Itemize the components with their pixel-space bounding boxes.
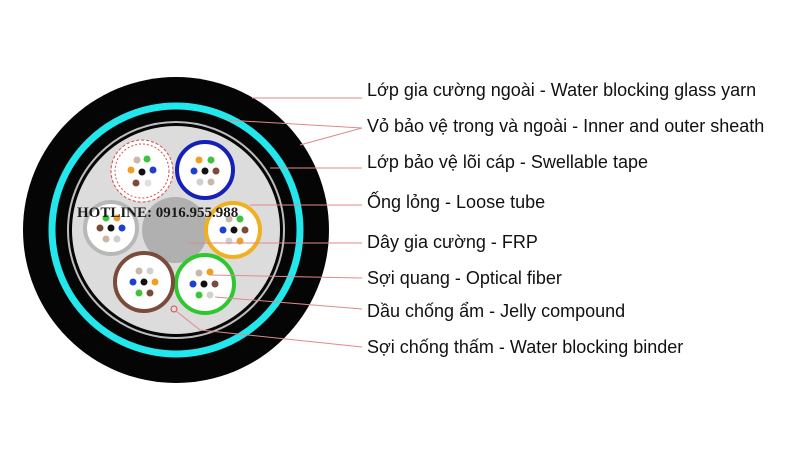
- optical-fiber: [151, 278, 159, 286]
- optical-fiber: [230, 226, 238, 234]
- label-binder: Sợi chống thấm - Water blocking binder: [367, 337, 683, 357]
- optical-fiber: [138, 168, 146, 176]
- optical-fiber: [107, 224, 115, 232]
- loose-tube-red: [110, 139, 174, 203]
- loose-tube-blue: [175, 140, 235, 200]
- hotline-watermark: HOTLINE: 0916.955.988: [77, 205, 238, 221]
- label-glass-yarn: Lớp gia cường ngoài - Water blocking gla…: [367, 80, 756, 100]
- optical-fiber: [195, 156, 203, 164]
- label-jelly-compound: Dầu chống ẩm - Jelly compound: [367, 301, 625, 321]
- optical-fiber: [146, 289, 154, 297]
- optical-fiber: [211, 280, 219, 288]
- optical-fiber: [190, 167, 198, 175]
- optical-fiber: [113, 235, 121, 243]
- optical-fiber: [201, 167, 209, 175]
- optical-fiber: [146, 267, 154, 275]
- optical-fiber: [196, 178, 204, 186]
- optical-fiber: [140, 278, 148, 286]
- loose-tube-brown: [113, 251, 175, 313]
- loose-tube-green: [174, 253, 236, 315]
- optical-fiber: [236, 215, 244, 223]
- leader-lines: [175, 97, 363, 348]
- frp-central-member: [142, 197, 208, 263]
- label-swellable-tape: Lớp bảo vệ lõi cáp - Swellable tape: [367, 152, 648, 172]
- label-optical-fiber: Sợi quang - Optical fiber: [367, 268, 562, 288]
- optical-fiber: [144, 179, 152, 187]
- leader-line: [214, 296, 363, 310]
- optical-fiber: [129, 278, 137, 286]
- optical-fiber: [102, 214, 110, 222]
- loose-tube-gray: [83, 200, 139, 256]
- optical-fiber: [149, 166, 157, 174]
- optical-fiber: [195, 269, 203, 277]
- water-blocking-binder-thread: [170, 305, 178, 313]
- optical-fiber: [219, 226, 227, 234]
- optical-fiber: [212, 167, 220, 175]
- water-blocking-glass-yarn-ring: [48, 102, 304, 358]
- optical-fiber: [189, 280, 197, 288]
- optical-fiber: [241, 226, 249, 234]
- optical-fiber: [195, 291, 203, 299]
- optical-fiber: [118, 224, 126, 232]
- optical-fiber: [96, 224, 104, 232]
- optical-fiber: [206, 268, 214, 276]
- legend-labels: Lớp gia cường ngoài - Water blocking gla…: [367, 80, 764, 357]
- optical-fiber: [113, 214, 121, 222]
- leader-line: [209, 274, 363, 279]
- label-loose-tube: Ống lỏng - Loose tube: [367, 191, 545, 212]
- inner-sheath-border: [67, 121, 285, 339]
- leader-line: [225, 119, 363, 129]
- optical-fiber: [225, 215, 233, 223]
- leader-line: [175, 310, 201, 331]
- optical-fiber: [200, 280, 208, 288]
- label-frp: Dây gia cường - FRP: [367, 232, 538, 252]
- optical-fiber: [133, 156, 141, 164]
- optical-fiber: [132, 179, 140, 187]
- optical-fiber: [135, 289, 143, 297]
- optical-fiber: [207, 156, 215, 164]
- optical-fiber: [102, 235, 110, 243]
- leader-line: [299, 127, 363, 146]
- optical-fiber: [135, 267, 143, 275]
- optical-fiber: [127, 166, 135, 174]
- label-sheath: Vỏ bảo vệ trong và ngoài - Inner and out…: [367, 116, 764, 136]
- optical-fiber: [143, 155, 151, 163]
- leader-line: [199, 329, 363, 348]
- optical-fiber: [207, 178, 215, 186]
- optical-fiber: [206, 291, 214, 299]
